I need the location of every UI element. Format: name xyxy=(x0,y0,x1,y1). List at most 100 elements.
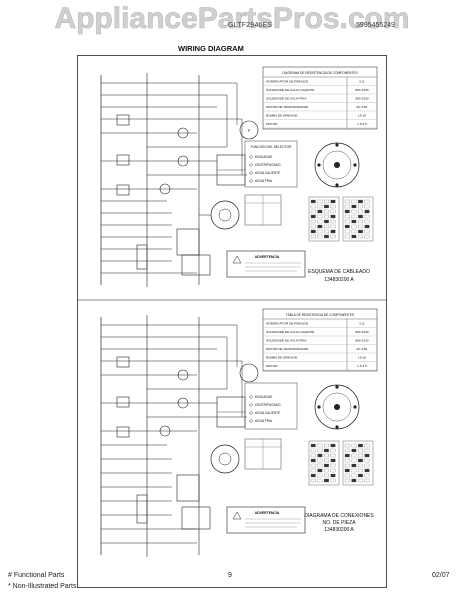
selector-item: AGUA FRIA xyxy=(255,419,273,423)
warning-box-top: ADVERTENCIA xyxy=(226,250,306,278)
connector-cell xyxy=(324,199,329,204)
connector-cell xyxy=(364,453,370,458)
connector-cell xyxy=(358,204,363,209)
page-title: WIRING DIAGRAM xyxy=(178,44,244,53)
component-name: SOLENOIDE DE AGUA CALIENTE xyxy=(266,330,314,334)
connector-cell xyxy=(324,224,329,229)
connector-cell xyxy=(310,453,316,458)
selector-item: CENTRIFUGADO xyxy=(255,163,281,167)
connector-cell xyxy=(351,458,357,463)
warning-box-bottom: ADVERTENCIA xyxy=(226,506,306,534)
connector-cell xyxy=(358,199,363,204)
connector-cell xyxy=(351,473,357,478)
connector-cell xyxy=(330,204,336,209)
wiring-diagram-top: P DIAGRAMA DE RESISTENCIA DE COMPONENTES… xyxy=(100,66,378,287)
connector-cell xyxy=(344,448,350,453)
connector-cell xyxy=(364,443,370,448)
component-name: SOLENOIDE DE AGUA FRIA xyxy=(266,339,307,343)
connector-cell xyxy=(364,463,370,468)
selector-item: AGUA CALIENTE xyxy=(255,411,280,415)
connector-cell xyxy=(324,443,329,448)
connector-cell xyxy=(358,234,363,239)
connector-cell xyxy=(358,463,363,468)
connector-cell xyxy=(330,219,336,224)
footnote-functional: # Functional Parts xyxy=(8,572,65,579)
connector-cell xyxy=(351,443,357,448)
connector-cell xyxy=(330,443,336,448)
page-number: 9 xyxy=(228,572,232,579)
connector-cell xyxy=(358,229,363,234)
connector-cell xyxy=(324,478,329,483)
connector-cell xyxy=(364,204,370,209)
pressure-switch-top: P xyxy=(239,120,259,140)
connector-cell xyxy=(344,453,350,458)
connector-cell xyxy=(351,468,357,473)
connector-cell xyxy=(330,448,336,453)
component-name: SOLENOIDE DE AGUA CALIENTE xyxy=(266,88,314,92)
component-value: 15-18 xyxy=(358,356,366,360)
connector-cell xyxy=(330,214,336,219)
connector-cell xyxy=(317,214,323,219)
connector-cell xyxy=(351,204,357,209)
doc-number-top: 134830200 A xyxy=(324,277,354,283)
connector-grid-top xyxy=(308,196,374,242)
connector-cell xyxy=(310,468,316,473)
component-name: MOTOR xyxy=(266,364,278,368)
connector-cell xyxy=(310,209,316,214)
connector-cell xyxy=(330,199,336,204)
component-name: MOTOR DE TEMPORIZADOR xyxy=(266,105,309,109)
component-value: 890-1030 xyxy=(355,88,368,92)
connector-cell xyxy=(351,229,357,234)
connector-cell xyxy=(364,473,370,478)
connector-cell xyxy=(344,229,350,234)
connector-cell xyxy=(310,199,316,204)
connector-cell xyxy=(344,478,350,483)
svg-text:FUNCION DEL SELECTOR: FUNCION DEL SELECTOR xyxy=(251,145,292,149)
connector-cell xyxy=(317,229,323,234)
connector-cell xyxy=(364,234,370,239)
connector-cell xyxy=(358,468,363,473)
selector-item: ENJUAGUE xyxy=(255,155,272,159)
connection-label-bottom: DIAGRAMA DE CONEXIONES xyxy=(304,513,374,519)
connector-cell xyxy=(351,463,357,468)
connector-cell xyxy=(324,234,329,239)
connector-cell xyxy=(324,448,329,453)
connector-grid-bottom xyxy=(308,440,374,486)
component-value: 15-18 xyxy=(358,114,366,118)
component-name: INTERRUPTOR DE PRESION xyxy=(266,322,308,326)
connector-cell xyxy=(358,443,363,448)
connector-cell xyxy=(330,473,336,478)
connector-cell xyxy=(351,234,357,239)
connector-cell xyxy=(344,204,350,209)
footnote-non-illustrated: * Non-Illustrated Parts xyxy=(8,583,77,590)
connector-cell xyxy=(358,448,363,453)
connector-cell xyxy=(364,209,370,214)
connector-cell xyxy=(358,458,363,463)
connector-cell xyxy=(317,209,323,214)
connector-cell xyxy=(317,224,323,229)
model-number: GLTF2940ES xyxy=(228,22,273,29)
connector-cell xyxy=(351,224,357,229)
connector-cell xyxy=(324,473,329,478)
connector-cell xyxy=(310,463,316,468)
connector-cell xyxy=(364,478,370,483)
connector-cell xyxy=(330,229,336,234)
component-value: 2K-3.5K xyxy=(356,105,368,109)
connector-cell xyxy=(364,458,370,463)
publication-number: 5995455249 xyxy=(356,22,395,29)
motor-symbol-top xyxy=(199,200,240,230)
connector-cell xyxy=(330,478,336,483)
connector-cell xyxy=(324,219,329,224)
connector-cell xyxy=(358,478,363,483)
connector-cell xyxy=(344,209,350,214)
connector-cell xyxy=(317,468,323,473)
resistance-table-top: DIAGRAMA DE RESISTENCIA DE COMPONENTES I… xyxy=(262,66,378,130)
connector-cell xyxy=(310,443,316,448)
component-name: BOMBA DE DRENAJE xyxy=(266,114,297,118)
connector-cell xyxy=(317,443,323,448)
connector-cell xyxy=(351,478,357,483)
connector-cell xyxy=(317,448,323,453)
connector-cell xyxy=(344,214,350,219)
timer-dial-top xyxy=(314,142,360,188)
connector-cell xyxy=(310,478,316,483)
